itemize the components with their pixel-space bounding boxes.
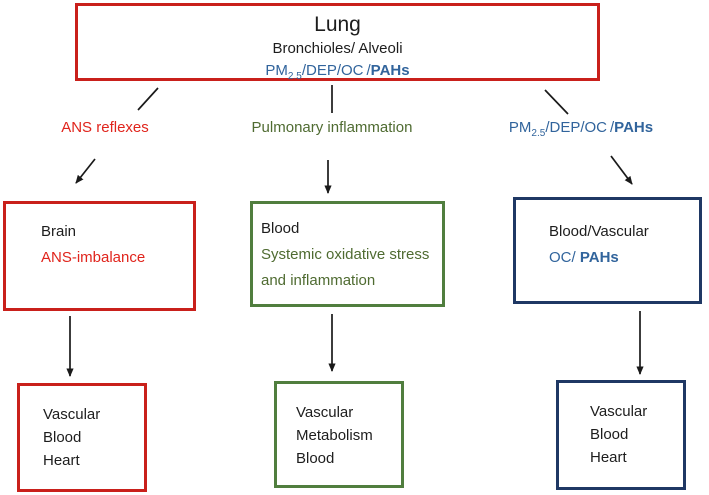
label-pm-dep-oc-pahs: PM2.5/DEP/OC /PAHs [508, 119, 654, 139]
line-lung-to-pm [544, 89, 569, 115]
pm-subscript: 2.5 [287, 71, 302, 82]
blood-line: Blood [261, 220, 300, 237]
line-lung-to-ans [137, 87, 159, 111]
brain-box: Brain ANS-imbalance [3, 201, 196, 311]
arrow-pm-to-bloodvascular [610, 155, 633, 185]
brain-line: Brain [41, 223, 77, 240]
end-right-line: Heart [590, 449, 627, 466]
lung-box: Lung Bronchioles/ Alveoli PM2.5/DEP/OC /… [75, 3, 600, 82]
oc-pahs-line: OC/ PAHs [549, 249, 619, 266]
lung-subtitle: Bronchioles/ Alveoli [272, 40, 403, 57]
end-center-line: Metabolism [296, 427, 373, 444]
label-ans-reflexes: ANS reflexes [61, 119, 149, 136]
blood-vascular-line: Blood/Vascular [549, 223, 649, 240]
ans-imbalance-line: ANS-imbalance [41, 249, 146, 266]
end-box-center: Vascular Metabolism Blood [274, 381, 404, 488]
oxidative-stress-line: Systemic oxidative stress [261, 246, 430, 263]
end-box-right: Vascular Blood Heart [556, 380, 686, 490]
label-pulmonary-inflammation: Pulmonary inflammation [251, 119, 413, 136]
end-right-line: Blood [590, 426, 629, 443]
lung-title: Lung [314, 13, 361, 36]
pm-subscript: 2.5 [531, 128, 546, 139]
end-left-line: Blood [43, 429, 82, 446]
lung-pollutants: PM2.5/DEP/OC /PAHs [265, 62, 410, 82]
end-right-line: Vascular [590, 403, 648, 420]
end-left-line: Vascular [43, 406, 101, 423]
blood-vascular-box: Blood/Vascular OC/ PAHs [513, 197, 702, 304]
blood-box: Blood Systemic oxidative stress and infl… [250, 201, 445, 307]
end-left-line: Heart [43, 452, 80, 469]
end-center-line: Vascular [296, 404, 354, 421]
arrow-ans-to-brain [75, 158, 96, 184]
end-center-line: Blood [296, 450, 335, 467]
end-box-left: Vascular Blood Heart [17, 383, 147, 492]
inflammation-line: and inflammation [261, 272, 376, 289]
